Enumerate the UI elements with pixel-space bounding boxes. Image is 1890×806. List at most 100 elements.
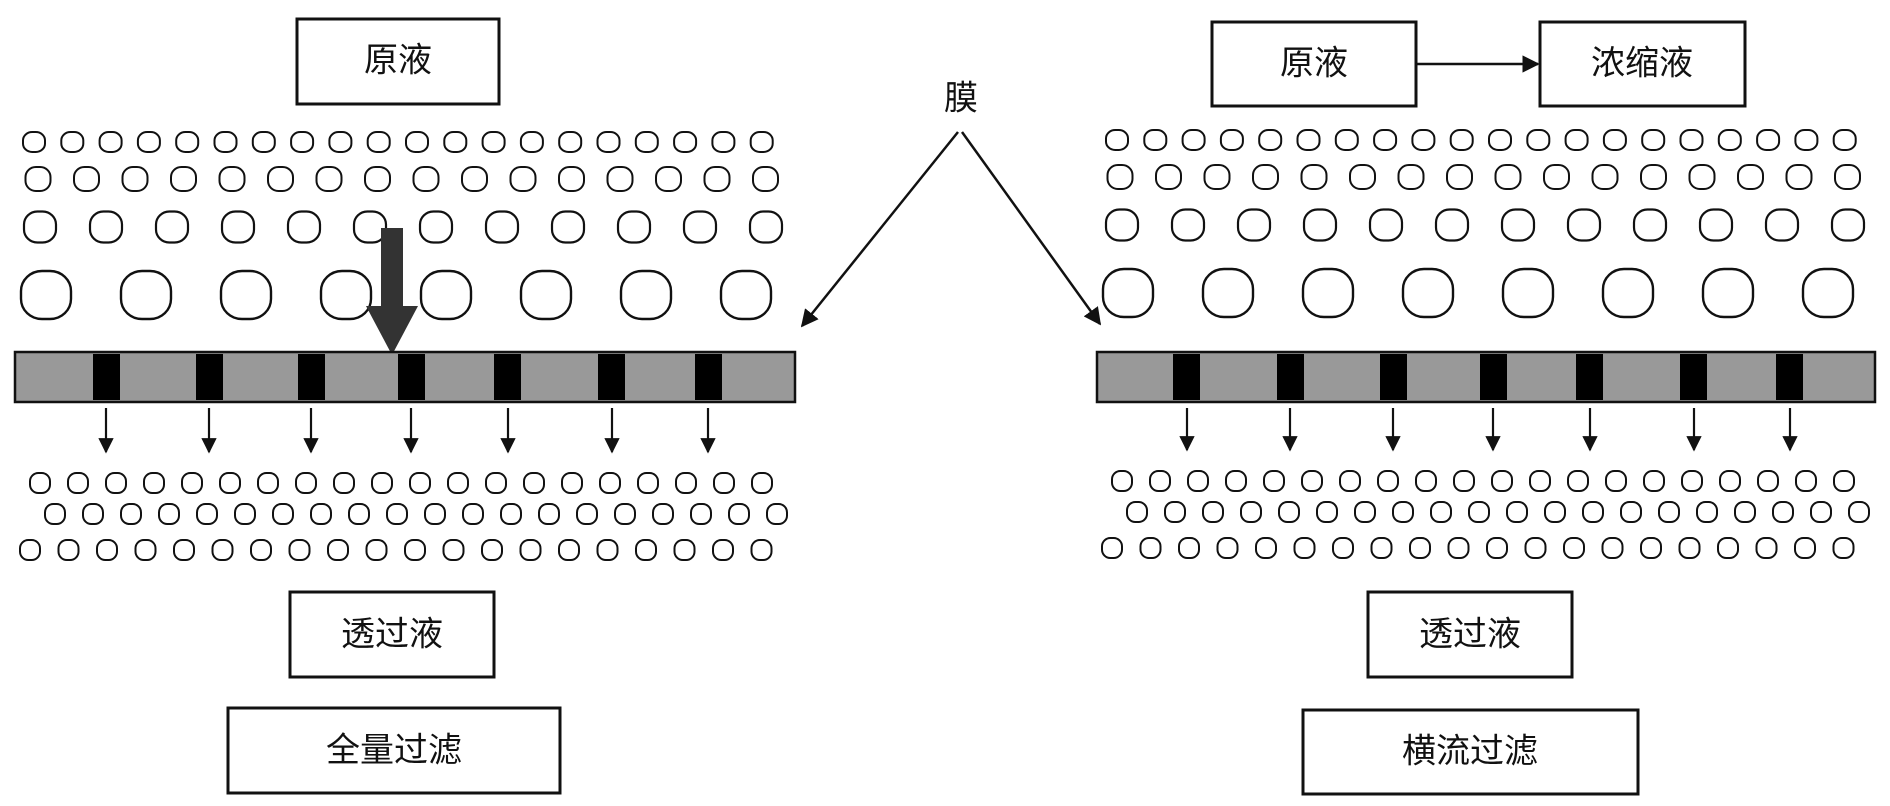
particle [619, 269, 673, 321]
particle [96, 539, 118, 561]
particle [1734, 501, 1756, 523]
particle [509, 166, 537, 192]
particle [1632, 208, 1668, 242]
particle [219, 472, 241, 494]
particle [447, 472, 469, 494]
particle [1640, 164, 1667, 190]
particle [24, 166, 52, 192]
particle [596, 539, 619, 561]
particle [462, 503, 484, 525]
particle [1252, 164, 1279, 190]
particle [750, 539, 773, 561]
particle [1296, 129, 1321, 151]
particle [1696, 501, 1718, 523]
dead-end-flow-arrow [366, 228, 418, 355]
particle [1564, 129, 1589, 151]
crossflow-caption-box: 横流过滤 [1301, 708, 1640, 796]
particle [719, 269, 773, 321]
particle [175, 131, 200, 153]
particle [1181, 129, 1206, 151]
particle [405, 131, 429, 153]
particle [481, 539, 503, 561]
particle [219, 269, 273, 321]
particle [1529, 470, 1551, 492]
particle [352, 210, 388, 244]
particle [1170, 208, 1206, 242]
membrane-pore [1680, 354, 1707, 400]
particle [1236, 208, 1272, 242]
particle [1701, 267, 1755, 319]
particle [105, 472, 127, 494]
particle [67, 472, 89, 494]
particle [749, 131, 774, 153]
particle [1225, 470, 1247, 492]
particle [481, 131, 506, 153]
membrane-pore [1380, 354, 1407, 400]
particle [57, 539, 80, 561]
particle [1278, 501, 1300, 523]
particle [267, 166, 294, 192]
particle [1832, 537, 1855, 559]
particle [1401, 267, 1455, 319]
particle [286, 210, 322, 244]
particle [44, 503, 66, 525]
particle [1409, 537, 1431, 559]
particle [1447, 537, 1470, 559]
particle [711, 131, 736, 153]
particle [1240, 501, 1262, 523]
particle [1643, 470, 1665, 492]
membrane-pore [93, 354, 120, 400]
particle [1772, 501, 1794, 523]
particle [315, 166, 343, 192]
particle [1446, 164, 1473, 190]
particle [333, 472, 355, 494]
particle [1368, 208, 1404, 242]
particle [1698, 208, 1734, 242]
particle [703, 166, 731, 192]
particle [1524, 537, 1547, 559]
particle [1801, 267, 1855, 319]
particle [1679, 129, 1704, 151]
particle [1101, 267, 1155, 319]
particle [1106, 164, 1134, 190]
particle [1377, 470, 1399, 492]
particle [1105, 129, 1129, 151]
particle [22, 210, 58, 244]
particle [500, 503, 522, 525]
particle [550, 210, 586, 244]
particle [712, 539, 734, 561]
particle [443, 131, 468, 153]
particle [1434, 208, 1470, 242]
dead-end-permeate-particles [19, 472, 788, 561]
particle [1255, 537, 1277, 559]
particle [1316, 501, 1338, 523]
particle [596, 131, 621, 153]
membrane-pore [1480, 354, 1507, 400]
particle [134, 539, 157, 561]
particle [1293, 537, 1316, 559]
particle [1830, 208, 1866, 242]
particle [1415, 470, 1437, 492]
particle [461, 166, 488, 192]
particle [614, 503, 636, 525]
particle [1453, 470, 1475, 492]
particle [1373, 129, 1398, 151]
particle [652, 503, 674, 525]
particle [1601, 267, 1655, 319]
particle [1332, 537, 1354, 559]
particle [1756, 129, 1781, 151]
particle [1794, 537, 1816, 559]
particle [748, 210, 784, 244]
particle [673, 539, 696, 561]
particle [1764, 208, 1800, 242]
particle [1601, 537, 1624, 559]
particle [1468, 501, 1490, 523]
particle [713, 472, 735, 494]
particle [1681, 470, 1703, 492]
particle [1349, 164, 1376, 190]
particle [538, 503, 560, 525]
particle [1591, 164, 1619, 190]
dead-end-panel: 原液 透过液 全量过滤 [13, 17, 797, 795]
particle [419, 269, 473, 321]
